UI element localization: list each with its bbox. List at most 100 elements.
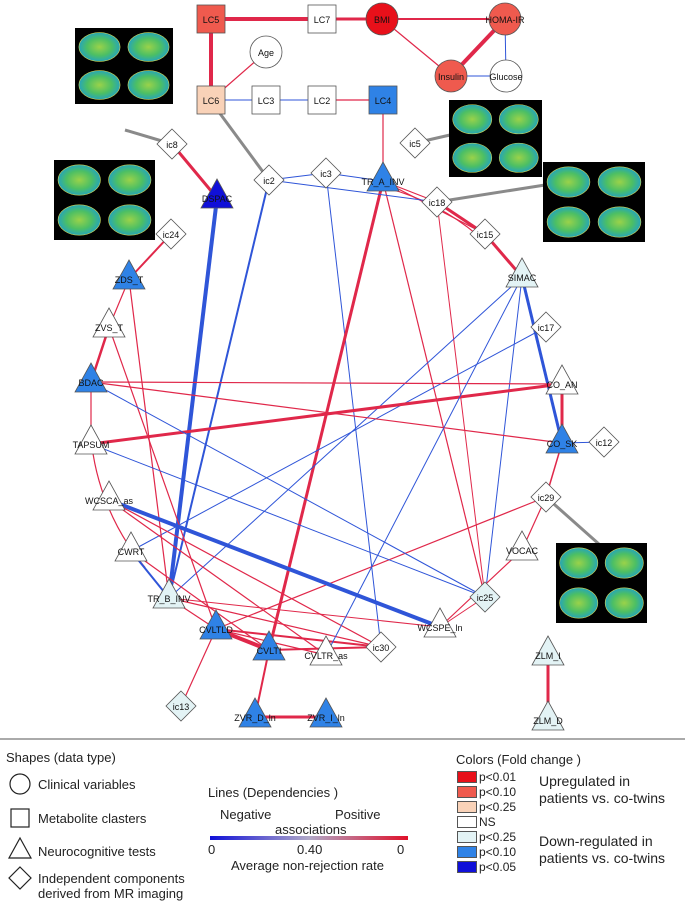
square-node-icon	[368, 85, 398, 115]
triangle-node-icon	[152, 578, 186, 609]
node-label: ic15	[477, 230, 494, 240]
node-cvlti: CVLTI	[252, 630, 286, 661]
node-ic2: ic2	[253, 164, 285, 196]
node-label: ic18	[429, 198, 446, 208]
color-label-up-025: p<0.25	[479, 800, 517, 814]
node-zlmd: ZLM_D	[531, 700, 565, 731]
color-label-down-005: p<0.05	[479, 860, 517, 874]
shape-legend-icons	[7, 773, 33, 890]
node-label: CO_SK	[547, 439, 578, 449]
node-bmi: BMI	[365, 2, 399, 36]
diamond-node-icon	[421, 186, 453, 218]
negative-label: Negative	[220, 807, 272, 822]
brain-mri-image-5	[556, 543, 647, 623]
node-label: CVLTLD	[199, 625, 233, 635]
node-zvri: ZVR_I_ln	[307, 697, 345, 728]
color-label-up-010: p<0.10	[479, 785, 517, 799]
node-label: ic3	[320, 169, 332, 179]
color-swatch-up-025	[457, 801, 477, 813]
triangle-node-icon	[92, 307, 126, 338]
triangle-node-icon	[199, 609, 233, 640]
node-vocac: VOCAC	[505, 530, 539, 561]
diamond-node-icon	[155, 218, 187, 250]
node-coan: CO_AN	[545, 364, 579, 395]
color-label-down-010: p<0.10	[479, 845, 517, 859]
triangle-node-icon	[252, 630, 286, 661]
edge-tapsum-ic25	[90, 443, 486, 598]
node-trb: TR_B_INV	[147, 578, 191, 609]
edge-coan-tapsum	[90, 382, 563, 446]
edge-wcsca-cvltr	[108, 499, 327, 656]
node-tapsum: TAPSUM	[73, 424, 110, 455]
node-simac: SIMAC	[505, 257, 539, 288]
avg-non-rejection-label: Average non-rejection rate	[231, 858, 384, 873]
node-ic13: ic13	[165, 690, 197, 722]
edge-simac-ic25	[484, 276, 523, 598]
color-swatch-ns	[457, 816, 477, 828]
node-label: WCSPE_ln	[417, 623, 462, 633]
node-ic24: ic24	[155, 218, 187, 250]
triangle-node-icon	[505, 530, 539, 561]
triangle-node-icon	[309, 697, 343, 728]
edge-cwrt-cvlti	[130, 550, 270, 651]
triangle-node-icon	[74, 362, 108, 393]
node-ic12: ic12	[588, 426, 620, 458]
color-label-down-025: p<0.25	[479, 830, 517, 844]
node-cvltr: CVLTR_as	[304, 635, 348, 666]
edge-ic2-trb	[168, 179, 270, 599]
square-shape-icon	[10, 808, 30, 828]
edge-zvs-cvltld	[108, 326, 217, 630]
diamond-node-icon	[365, 631, 397, 663]
triangle-node-icon	[545, 364, 579, 395]
node-cvltld: CVLTLD	[199, 609, 233, 640]
node-cwrt: CWRT	[114, 531, 148, 562]
node-ic3: ic3	[310, 157, 342, 189]
diamond-node-icon	[310, 157, 342, 189]
diamond-shape-icon	[8, 866, 32, 890]
ic-label-2: derived from MR imaging	[38, 886, 184, 901]
node-lc6: LC6	[196, 85, 226, 115]
color-swatch-down-010	[457, 846, 477, 858]
node-zvs: ZVS_T	[92, 307, 126, 338]
node-lc3: LC3	[251, 85, 281, 115]
edge-cvltld-ic30	[215, 628, 382, 648]
node-label: LC4	[375, 96, 392, 106]
circle-node-icon	[249, 35, 283, 69]
upregulated-label-2: patients vs. co-twins	[539, 790, 666, 806]
triangle-node-icon	[238, 697, 272, 728]
circle-shape-icon	[9, 773, 31, 795]
shapes-legend-title: Shapes (data type)	[6, 750, 116, 765]
node-label: Age	[258, 48, 274, 58]
triangle-node-icon	[112, 259, 146, 290]
diamond-node-icon	[253, 164, 285, 196]
node-wcsca: WCSCA_as	[85, 480, 134, 511]
edge-wcsca-ic30	[108, 499, 382, 648]
positive-label: Positive	[335, 807, 381, 822]
node-label: ic5	[409, 139, 421, 149]
brain-connector-5	[545, 495, 601, 547]
node-label: ic8	[166, 140, 178, 150]
triangle-node-icon	[531, 635, 565, 666]
node-label: HOMA-IR	[486, 15, 525, 25]
node-label: Glucose	[489, 72, 522, 82]
node-wcspe: WCSPE_ln	[417, 607, 463, 638]
node-label: LC2	[314, 96, 331, 106]
circle-node-icon	[488, 2, 522, 36]
node-zds: ZDS_T	[112, 259, 146, 290]
node-label: LC5	[203, 15, 220, 25]
node-ic17: ic17	[530, 311, 562, 343]
node-ic5: ic5	[399, 127, 431, 159]
node-label: ic12	[596, 438, 613, 448]
line-color-scale	[210, 836, 408, 840]
node-label: Insulin	[438, 72, 464, 82]
node-label: ic13	[173, 702, 190, 712]
node-label: TAPSUM	[73, 440, 110, 450]
edge-dspac-trb	[167, 197, 219, 599]
triangle-node-icon	[505, 257, 539, 288]
neuro-label: Neurocognitive tests	[38, 844, 156, 859]
edge-simac-cosk	[520, 276, 564, 444]
node-label: ZDS_T	[115, 275, 144, 285]
color-swatch-down-025	[457, 831, 477, 843]
edge-cvltr-simac	[325, 276, 523, 656]
